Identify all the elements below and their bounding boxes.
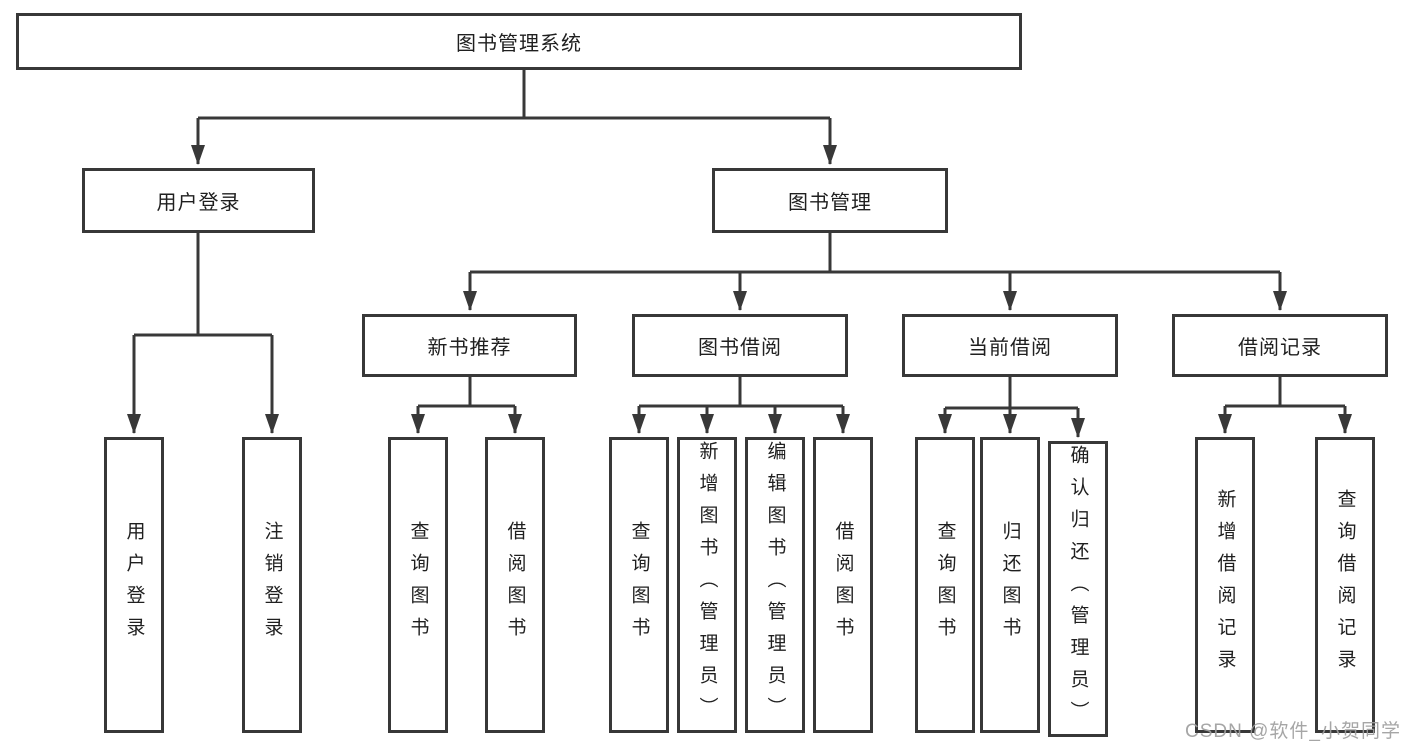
node-current-borrow: 当前借阅 bbox=[902, 314, 1118, 377]
csdn-watermark: CSDN @软件_小贺同学 bbox=[1185, 721, 1401, 742]
leaf-logout: 注销登录 bbox=[242, 437, 302, 733]
leaf-query-books-current: 查询图书 bbox=[915, 437, 975, 733]
node-book-management: 图书管理 bbox=[712, 168, 948, 233]
leaf-borrow-books: 借阅图书 bbox=[813, 437, 873, 733]
leaf-user-login: 用户登录 bbox=[104, 437, 164, 733]
node-borrow-records: 借阅记录 bbox=[1172, 314, 1388, 377]
leaf-return-books: 归还图书 bbox=[980, 437, 1040, 733]
leaf-query-borrow-record: 查询借阅记录 bbox=[1315, 437, 1375, 733]
leaf-add-books-admin: 新增图书（管理员） bbox=[677, 437, 737, 733]
leaf-confirm-return-admin: 确认归还（管理员） bbox=[1048, 441, 1108, 737]
node-book-borrow: 图书借阅 bbox=[632, 314, 848, 377]
node-new-book-recommend: 新书推荐 bbox=[362, 314, 577, 377]
node-user-login: 用户登录 bbox=[82, 168, 315, 233]
leaf-query-books-borrow: 查询图书 bbox=[609, 437, 669, 733]
node-library-system: 图书管理系统 bbox=[16, 13, 1022, 70]
leaf-borrow-books-recommend: 借阅图书 bbox=[485, 437, 545, 733]
leaf-query-books-recommend: 查询图书 bbox=[388, 437, 448, 733]
leaf-edit-books-admin: 编辑图书（管理员） bbox=[745, 437, 805, 733]
leaf-add-borrow-record: 新增借阅记录 bbox=[1195, 437, 1255, 733]
